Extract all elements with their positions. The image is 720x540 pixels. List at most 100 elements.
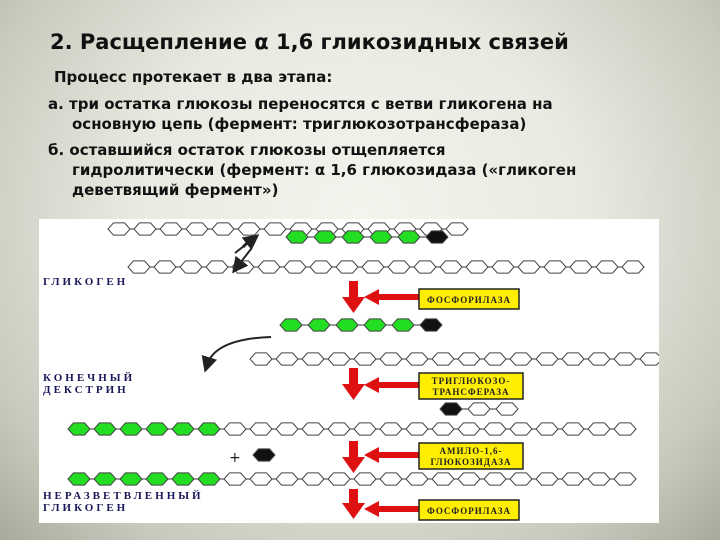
- main-chain-2: [249, 352, 659, 366]
- glucose-residue: [467, 402, 491, 416]
- glucose-residue: [211, 222, 235, 236]
- glucose-residue: [119, 422, 143, 436]
- glucose-residue: [257, 260, 281, 274]
- glucose-residue: [379, 472, 403, 486]
- transfer-arrow-down: [232, 248, 252, 274]
- glucose-residue: [587, 472, 611, 486]
- glucose-residue: [249, 422, 273, 436]
- glucose-residue: [133, 222, 157, 236]
- glucose-residue: [613, 352, 637, 366]
- glucose-residue: [391, 318, 415, 332]
- glucose-residue: [275, 472, 299, 486]
- glucose-residue: [307, 318, 331, 332]
- glucose-residue: [405, 472, 429, 486]
- glucose-residue: [387, 260, 411, 274]
- glucose-residue: [639, 352, 659, 366]
- glucose-residue: [613, 422, 637, 436]
- slide-title: 2. Расщепление α 1,6 гликозидных связей: [50, 30, 569, 54]
- enzyme-phosphorylase-2: ФОСФОРИЛАЗА: [364, 499, 520, 521]
- branch-black-3: [439, 402, 519, 416]
- glucose-residue: [301, 472, 325, 486]
- glucose-residue: [285, 230, 309, 244]
- glucose-residue: [249, 352, 273, 366]
- glucose-residue: [483, 472, 507, 486]
- label-dextrin-2: ДЕКСТРИН: [43, 384, 129, 396]
- glucose-residue: [263, 222, 287, 236]
- glucose-residue: [509, 352, 533, 366]
- glucose-residue: [613, 472, 637, 486]
- enzyme-label-2b: ТРАНСФЕРАЗА: [433, 387, 510, 397]
- glucose-residue: [495, 402, 519, 416]
- glucose-residue: [457, 472, 481, 486]
- glucose-residue: [93, 422, 117, 436]
- glucose-residue: [405, 352, 429, 366]
- glucose-residue: [517, 260, 541, 274]
- glucose-residue: [439, 260, 463, 274]
- enzyme-label-2a: ТРИГЛЮКОЗО-: [432, 376, 511, 386]
- chains-layer: [67, 222, 659, 486]
- label-unbranched-2: ГЛИКОГЕН: [43, 502, 128, 514]
- glucose-residue: [561, 422, 585, 436]
- glucose-residue: [197, 422, 221, 436]
- label-unbranched-1: НЕРАЗВЕТВЛЕННЫЙ: [43, 490, 204, 502]
- glucose-residue: [301, 352, 325, 366]
- glucose-residue: [595, 260, 619, 274]
- glucose-residue: [465, 260, 489, 274]
- enzyme-amylo-glucosidase: АМИЛО-1,6- ГЛЮКОЗИДАЗА: [364, 442, 524, 470]
- glucose-residue: [445, 222, 469, 236]
- glucose-residue: [561, 472, 585, 486]
- glucose-residue: [569, 260, 593, 274]
- branch-green-1: [285, 230, 449, 244]
- glucose-residue: [171, 422, 195, 436]
- step-a-line2: основную цепь (фермент: триглюкозотрансф…: [72, 115, 527, 133]
- glucose-residue: [439, 402, 463, 416]
- main-chain-3: [67, 422, 637, 436]
- label-dextrin-1: КОНЕЧНЫЙ: [43, 372, 135, 384]
- enzyme-label-1: ФОСФОРИЛАЗА: [427, 295, 511, 305]
- glucose-residue: [301, 422, 325, 436]
- enzyme-label-3b: ГЛЮКОЗИДАЗА: [431, 457, 512, 467]
- glucose-residue: [249, 472, 273, 486]
- glucose-residue: [205, 260, 229, 274]
- glucose-residue: [509, 422, 533, 436]
- glucose-residue: [327, 422, 351, 436]
- glucose-residue: [353, 352, 377, 366]
- glucose-residue: [535, 422, 559, 436]
- cleaved-residue: [252, 448, 276, 462]
- glucose-residue: [491, 260, 515, 274]
- red-arrow-3: [342, 441, 365, 473]
- glucose-residue: [127, 260, 151, 274]
- glucose-residue: [431, 472, 455, 486]
- glucose-residue: [335, 318, 359, 332]
- glucose-residue: [67, 422, 91, 436]
- glucose-residue: [431, 422, 455, 436]
- glucose-residue: [107, 222, 131, 236]
- glucose-residue: [197, 472, 221, 486]
- glucose-residue: [279, 318, 303, 332]
- glucose-residue: [179, 260, 203, 274]
- enzyme-triglucosotransferase: ТРИГЛЮКОЗО- ТРАНСФЕРАЗА: [364, 372, 524, 400]
- glucose-residue: [419, 318, 443, 332]
- step-a-line1: а. три остатка глюкозы переносятся с вет…: [48, 95, 553, 113]
- glucose-residue: [313, 230, 337, 244]
- step-b: б. оставшийся остаток глюкозы отщепляетс…: [48, 140, 648, 200]
- glucose-residue: [223, 472, 247, 486]
- branch-green-2: [279, 318, 443, 332]
- glucose-residue: [397, 230, 421, 244]
- red-arrow-2: [342, 368, 365, 400]
- glucose-residue: [275, 422, 299, 436]
- glucose-residue: [159, 222, 183, 236]
- glucose-residue: [431, 352, 455, 366]
- glucose-residue: [379, 422, 403, 436]
- intro-text: Процесс протекает в два этапа:: [54, 68, 333, 86]
- glucose-residue: [327, 352, 351, 366]
- glucose-residue: [309, 260, 333, 274]
- glycogen-debranching-figure: ФОСФОРИЛАЗА ТРИГЛЮКОЗО- ТРАНСФЕРАЗА АМИЛ…: [39, 219, 659, 523]
- glucose-residue: [153, 260, 177, 274]
- glucose-residue: [145, 472, 169, 486]
- curved-transfer-arrow: [201, 336, 272, 373]
- glucose-residue: [119, 472, 143, 486]
- glucose-residue: [185, 222, 209, 236]
- glucose-residue: [369, 230, 393, 244]
- red-arrow-1: [342, 281, 365, 313]
